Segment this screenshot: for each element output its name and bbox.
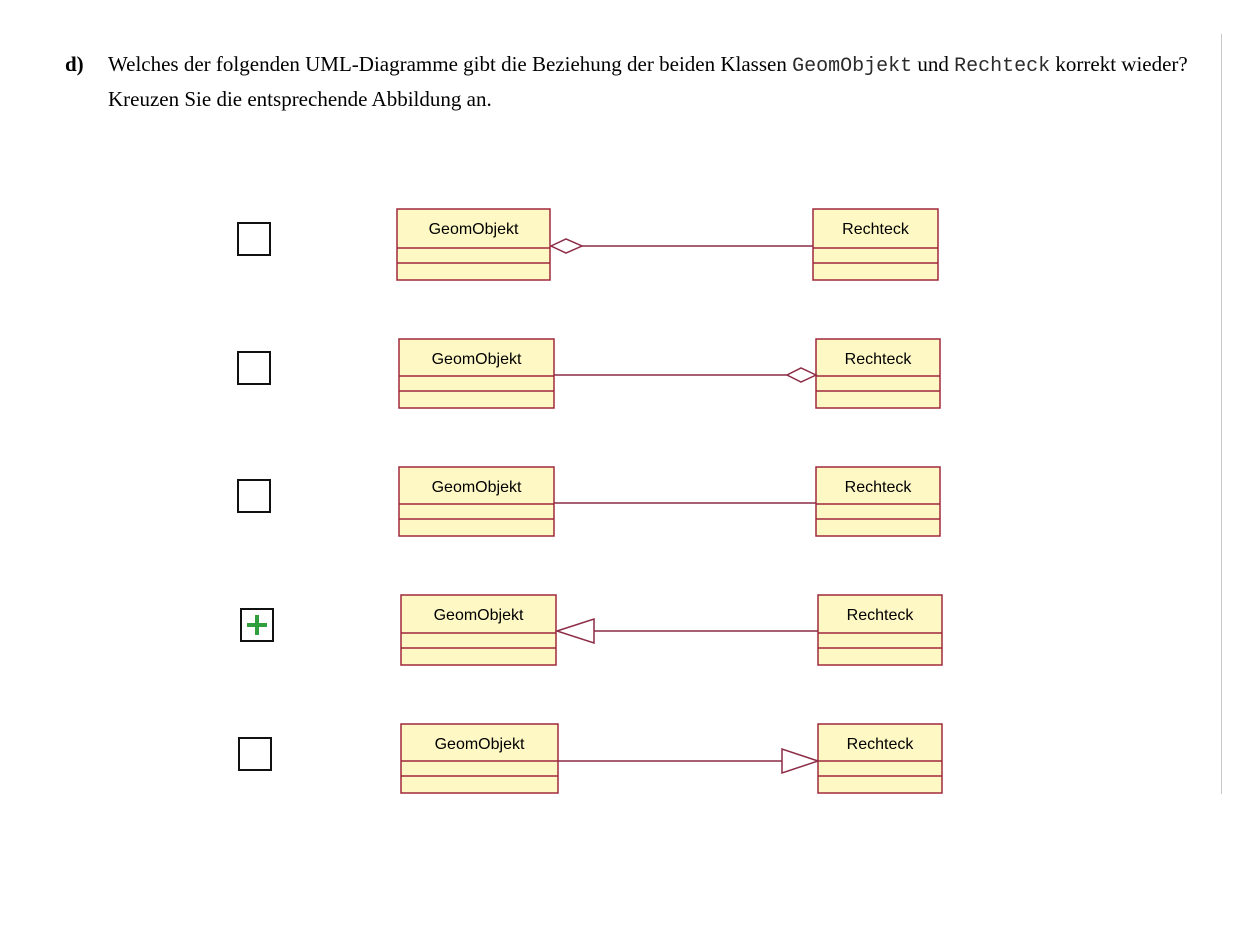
class-box-right: Rechteck (815, 466, 941, 537)
class-name-right: Rechteck (847, 736, 915, 753)
class-name-left: GeomObjekt (434, 607, 524, 624)
answer-checkbox-4[interactable] (240, 608, 274, 642)
question-text: Welches der folgenden UML-Diagramme gibt… (108, 48, 1225, 115)
answer-checkbox-2[interactable] (237, 351, 271, 385)
generalization-relation (554, 617, 818, 645)
page-margin-rule (1221, 34, 1222, 794)
question-label: d) (65, 52, 84, 76)
uml-diagram-2: GeomObjekt Rechteck (398, 338, 941, 409)
checkmark-plus-icon (247, 615, 267, 635)
class-name-right: Rechteck (845, 479, 913, 496)
uml-diagram-3: GeomObjekt Rechteck (398, 466, 941, 537)
class-name-right: Rechteck (845, 351, 913, 368)
question-text-part2: und (917, 52, 949, 76)
class-name-rechteck: Rechteck (954, 55, 1051, 78)
question-text-part3: korrekt wieder? Kreuzen Sie die entsprec… (108, 52, 1188, 111)
class-box-left: GeomObjekt (396, 208, 551, 281)
class-box-left: GeomObjekt (400, 723, 559, 794)
uml-diagram-1: GeomObjekt Rechteck (396, 208, 939, 281)
class-name-right: Rechteck (842, 221, 910, 238)
class-box-left: GeomObjekt (400, 594, 557, 666)
class-name-left: GeomObjekt (432, 479, 522, 496)
class-name-right: Rechteck (847, 607, 915, 624)
class-box-left: GeomObjekt (398, 466, 555, 537)
answer-checkbox-1[interactable] (237, 222, 271, 256)
answer-checkbox-3[interactable] (237, 479, 271, 513)
generalization-relation (558, 747, 821, 775)
uml-diagram-5: GeomObjekt Rechteck (400, 723, 943, 794)
class-box-right: Rechteck (812, 208, 939, 281)
class-box-right: Rechteck (815, 338, 941, 409)
class-box-right: Rechteck (817, 594, 943, 666)
aggregation-relation (549, 238, 813, 254)
uml-diagram-4: GeomObjekt Rechteck (400, 594, 943, 666)
class-name-left: GeomObjekt (432, 351, 522, 368)
class-name-geomobjekt: GeomObjekt (792, 55, 913, 78)
question: d) Welches der folgenden UML-Diagramme g… (65, 48, 1225, 115)
aggregation-relation (554, 367, 818, 383)
answer-checkbox-5[interactable] (238, 737, 272, 771)
question-text-part1: Welches der folgenden UML-Diagramme gibt… (108, 52, 787, 76)
class-name-left: GeomObjekt (429, 221, 519, 238)
class-box-left: GeomObjekt (398, 338, 555, 409)
class-box-right: Rechteck (817, 723, 943, 794)
class-name-left: GeomObjekt (435, 736, 525, 753)
